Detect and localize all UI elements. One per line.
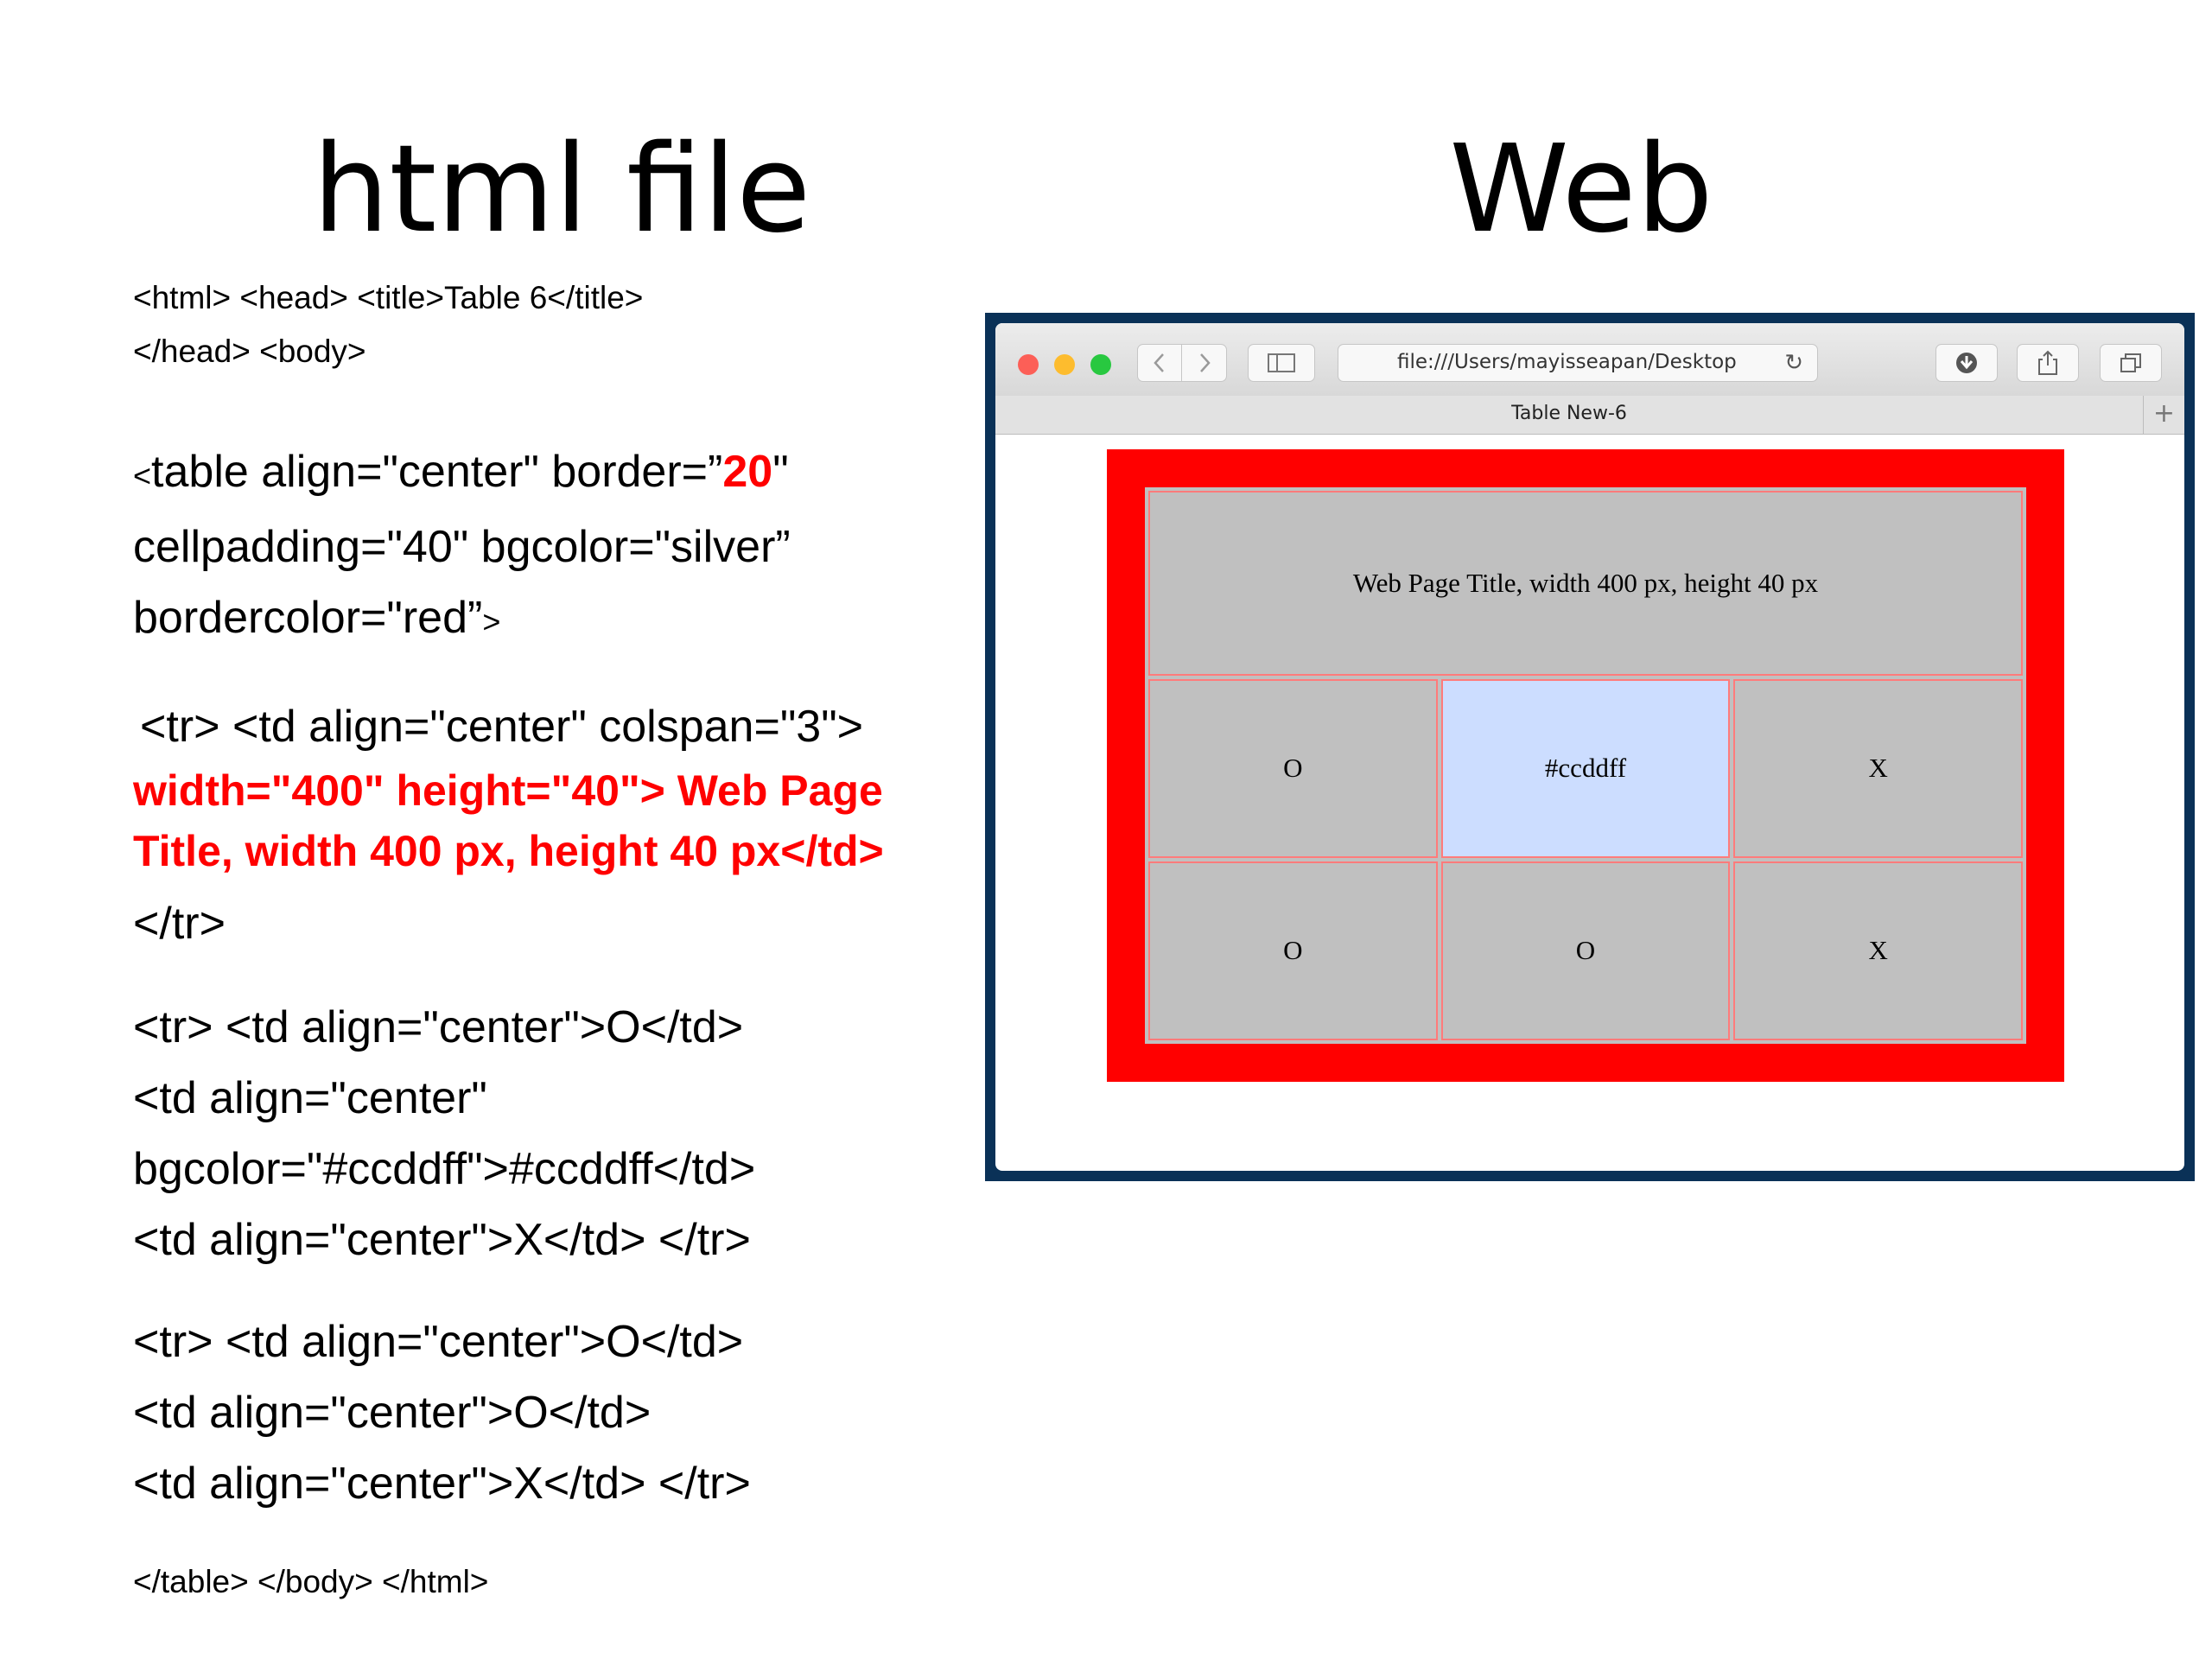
code-red-line: Title, width 400 px, height 40 px</td> (133, 827, 884, 875)
code-red-line: width="400" height="40"> Web Page (133, 766, 883, 815)
code-line: </tr> (133, 899, 226, 949)
web-heading: Web (1449, 119, 1713, 260)
table-border: Web Page Title, width 400 px, height 40 … (1107, 449, 2064, 1082)
code-line: </head> <body> (133, 334, 366, 369)
table-cell: O (1148, 861, 1438, 1040)
html-file-heading: html file (312, 119, 811, 260)
plus-icon[interactable]: + (2143, 396, 2184, 434)
chevron-left-icon (1154, 353, 1164, 372)
close-window-icon[interactable] (1018, 354, 1039, 375)
code-line: <tr> <td align="center" colspan="3"> (140, 702, 864, 752)
code-head-block: <html> <head> <title>Table 6</title> </h… (133, 271, 643, 378)
code-token: < (133, 458, 152, 493)
download-button[interactable] (1936, 344, 1998, 382)
tab-bar: Table New-6 + (995, 396, 2184, 435)
code-line: bordercolor="red”> (133, 582, 791, 658)
code-line: cellpadding="40" bgcolor="silver” (133, 522, 791, 572)
share-icon (2038, 350, 2057, 375)
table-cell: X (1733, 678, 2023, 858)
minimize-window-icon[interactable] (1054, 354, 1075, 375)
table-cell: O (1148, 678, 1438, 858)
code-row2-block: <tr> <td align="center">O</td> <td align… (133, 992, 755, 1275)
address-bar[interactable]: file:///Users/mayisseapan/Desktop ↻ (1338, 344, 1818, 382)
back-button[interactable] (1137, 344, 1182, 382)
code-token: table align="center" border=” (151, 447, 723, 497)
zoom-window-icon[interactable] (1090, 354, 1111, 375)
table-row: O #ccddff X (1148, 678, 2023, 858)
code-line: <html> <head> <title>Table 6</title> (133, 280, 644, 315)
code-token: bordercolor="red” (133, 593, 483, 643)
code-line: <td align="center">O</td> (133, 1388, 652, 1438)
browser-window: file:///Users/mayisseapan/Desktop ↻ Tabl… (995, 323, 2184, 1171)
share-button[interactable] (2017, 344, 2079, 382)
code-row3-block: <tr> <td align="center">O</td> <td align… (133, 1306, 751, 1519)
table-cell: O (1440, 861, 1731, 1040)
browser-toolbar: file:///Users/mayisseapan/Desktop ↻ (995, 323, 2184, 397)
reload-icon[interactable]: ↻ (1784, 350, 1803, 376)
tab-title[interactable]: Table New-6 (1511, 403, 1627, 424)
code-line: <td align="center">X</td> </tr> (133, 1215, 751, 1265)
code-line: <table align="center" border=”20" (133, 436, 791, 512)
sidebar-button[interactable] (1248, 344, 1315, 382)
code-line: <tr> <td align="center">O</td> (133, 1317, 744, 1367)
browser-window-frame: file:///Users/mayisseapan/Desktop ↻ Tabl… (985, 313, 2195, 1181)
code-border-value: 20 (722, 447, 773, 497)
code-token: " (772, 447, 789, 497)
table-cell-highlight: #ccddff (1440, 678, 1731, 858)
chevron-right-icon (1199, 353, 1211, 372)
tabs-icon (2120, 353, 2141, 372)
download-icon (1956, 353, 1977, 373)
rendered-table: Web Page Title, width 400 px, height 40 … (1145, 487, 2026, 1044)
code-token: > (482, 604, 501, 639)
sidebar-icon (1268, 353, 1295, 372)
code-closing-line: </table> </body> </html> (133, 1564, 489, 1599)
code-line: <tr> <td align="center">O</td> (133, 1002, 744, 1052)
code-line: <td align="center" (133, 1073, 487, 1123)
table-row: O O X (1148, 861, 2023, 1040)
table-header-cell: Web Page Title, width 400 px, height 40 … (1148, 491, 2023, 676)
code-line: <td align="center">X</td> </tr> (133, 1459, 751, 1509)
table-cell: X (1733, 861, 2023, 1040)
forward-button[interactable] (1182, 344, 1227, 382)
code-table-open-block: <table align="center" border=”20" cellpa… (133, 436, 791, 658)
code-row1-block: width="400" height="40"> Web Page Title,… (133, 760, 884, 881)
table-row: Web Page Title, width 400 px, height 40 … (1148, 491, 2023, 676)
code-line: bgcolor="#ccddff">#ccddff</td> (133, 1144, 756, 1194)
address-text: file:///Users/mayisseapan/Desktop (1397, 351, 1737, 373)
tabs-overview-button[interactable] (2100, 344, 2162, 382)
